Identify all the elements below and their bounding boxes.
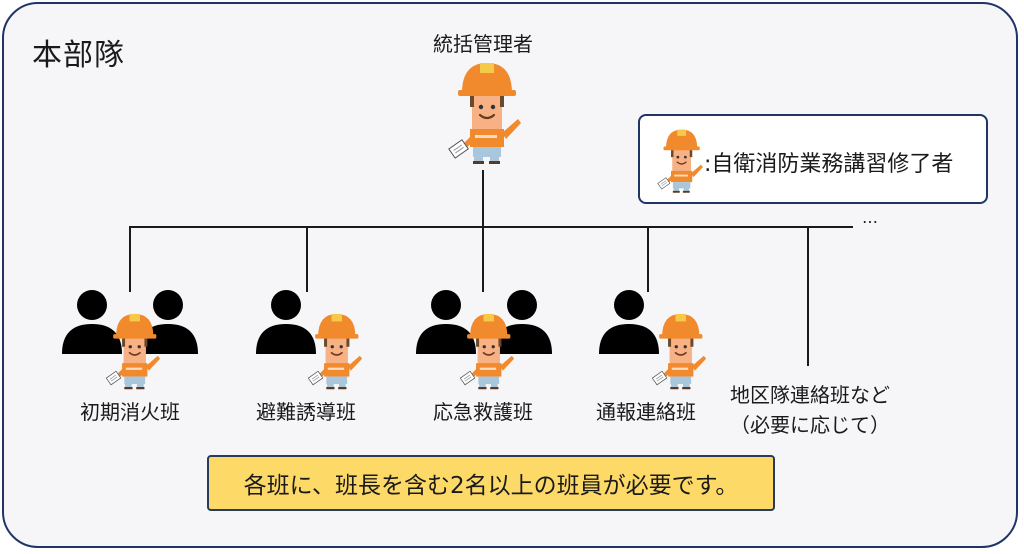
other-team-label: 地区隊連絡班など （必要に応じて） bbox=[700, 380, 920, 440]
trunk-line bbox=[482, 170, 484, 228]
team-label-first-aid: 応急救護班 bbox=[433, 400, 533, 424]
other-team-line1: 地区隊連絡班など bbox=[730, 383, 890, 407]
legend-text: :自衛消防業務講習修了者 bbox=[704, 152, 954, 177]
two-persons-icon bbox=[416, 290, 552, 354]
requirement-note: 各班に、班長を含む2名以上の班員が必要です。 bbox=[207, 455, 775, 511]
one-person-icon bbox=[256, 290, 316, 354]
worker-helmet-icon bbox=[307, 313, 363, 390]
worker-helmet-icon bbox=[657, 129, 703, 193]
legend-box: :自衛消防業務講習修了者 bbox=[638, 114, 988, 204]
requirement-note-text: 各班に、班長を含む2名以上の班員が必要です。 bbox=[243, 473, 739, 499]
diagram-title: 本部隊 bbox=[32, 38, 125, 73]
worker-helmet-icon bbox=[651, 313, 707, 390]
top-role-label: 統括管理者 bbox=[433, 32, 533, 56]
team-label-communication: 通報連絡班 bbox=[596, 400, 696, 424]
one-person-icon bbox=[599, 290, 659, 354]
worker-helmet-icon bbox=[448, 63, 521, 164]
continuation-ellipsis: … bbox=[862, 208, 880, 227]
worker-helmet-icon bbox=[105, 313, 161, 390]
team-label-evacuation: 避難誘導班 bbox=[256, 400, 356, 424]
other-team-line2: （必要に応じて） bbox=[730, 413, 890, 437]
branch-line-2 bbox=[306, 226, 308, 292]
branch-line-4 bbox=[647, 226, 649, 292]
branch-line-3 bbox=[482, 226, 484, 292]
team-label-initial-firefighting: 初期消火班 bbox=[80, 400, 180, 424]
worker-helmet-icon bbox=[459, 313, 515, 390]
horizontal-bus-line bbox=[129, 226, 853, 228]
branch-line-1 bbox=[129, 226, 131, 292]
branch-line-5 bbox=[807, 226, 809, 366]
